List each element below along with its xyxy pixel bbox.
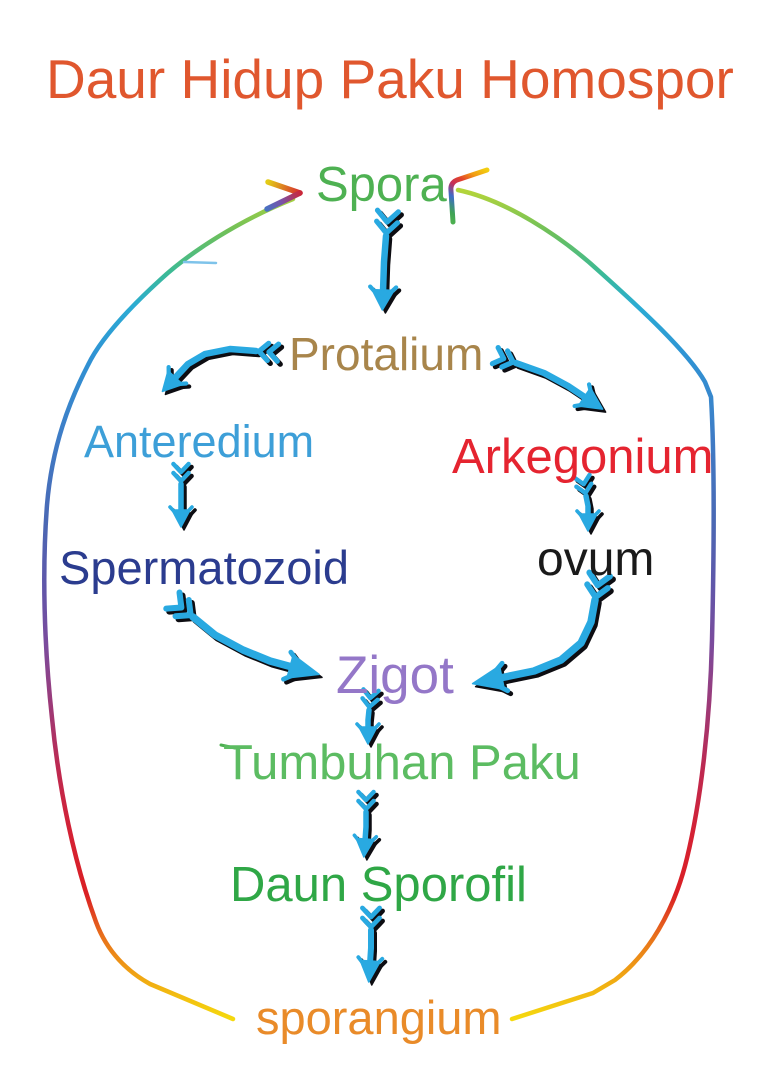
node-label-anteredium: Anteredium [84, 416, 315, 467]
arrow-anteredium-spermatozoid [168, 461, 197, 531]
loop-arrowhead [265, 179, 303, 196]
node-label-spora: Spora [316, 158, 447, 212]
arrows-layer [161, 207, 616, 986]
arrow-spermatozoid-zigot [163, 589, 323, 685]
arrow-ovum-zigot [471, 569, 616, 697]
node-label-ovum: ovum [537, 533, 655, 586]
arrow-tumbuhan_paku-daun_sporofil [352, 789, 382, 861]
loop-hook [448, 167, 490, 225]
life-cycle-loop-left [42, 196, 296, 1022]
node-label-spermatozoid: Spermatozoid [59, 541, 349, 594]
arrow-protalium-arkegonium [489, 344, 607, 413]
stray-dash-blue [182, 260, 218, 265]
node-label-arkegonium: Arkegonium [452, 430, 714, 484]
arrow-arkegonium-ovum [572, 472, 604, 535]
arrow-zigot-tumbuhan_paku [355, 687, 384, 748]
stray-dash-green [219, 743, 237, 750]
arrow-daun_sporofil-sporangium [356, 905, 388, 986]
loop-arrowhead [264, 190, 303, 212]
node-label-sporangium: sporangium [256, 991, 502, 1044]
page-title: Daur Hidup Paku Homospor [46, 48, 734, 110]
life-cycle-loop-right [455, 187, 716, 1022]
arrow-protalium-anteredium [161, 340, 285, 396]
node-label-tumbuhan-paku: Tumbuhan Paku [223, 736, 581, 790]
arrow-spora-protalium [368, 207, 404, 314]
node-label-protalium: Protalium [289, 328, 484, 380]
node-label-zigot: Zigot [336, 646, 454, 705]
node-label-daun-sporofil: Daun Sporofil [230, 858, 527, 912]
